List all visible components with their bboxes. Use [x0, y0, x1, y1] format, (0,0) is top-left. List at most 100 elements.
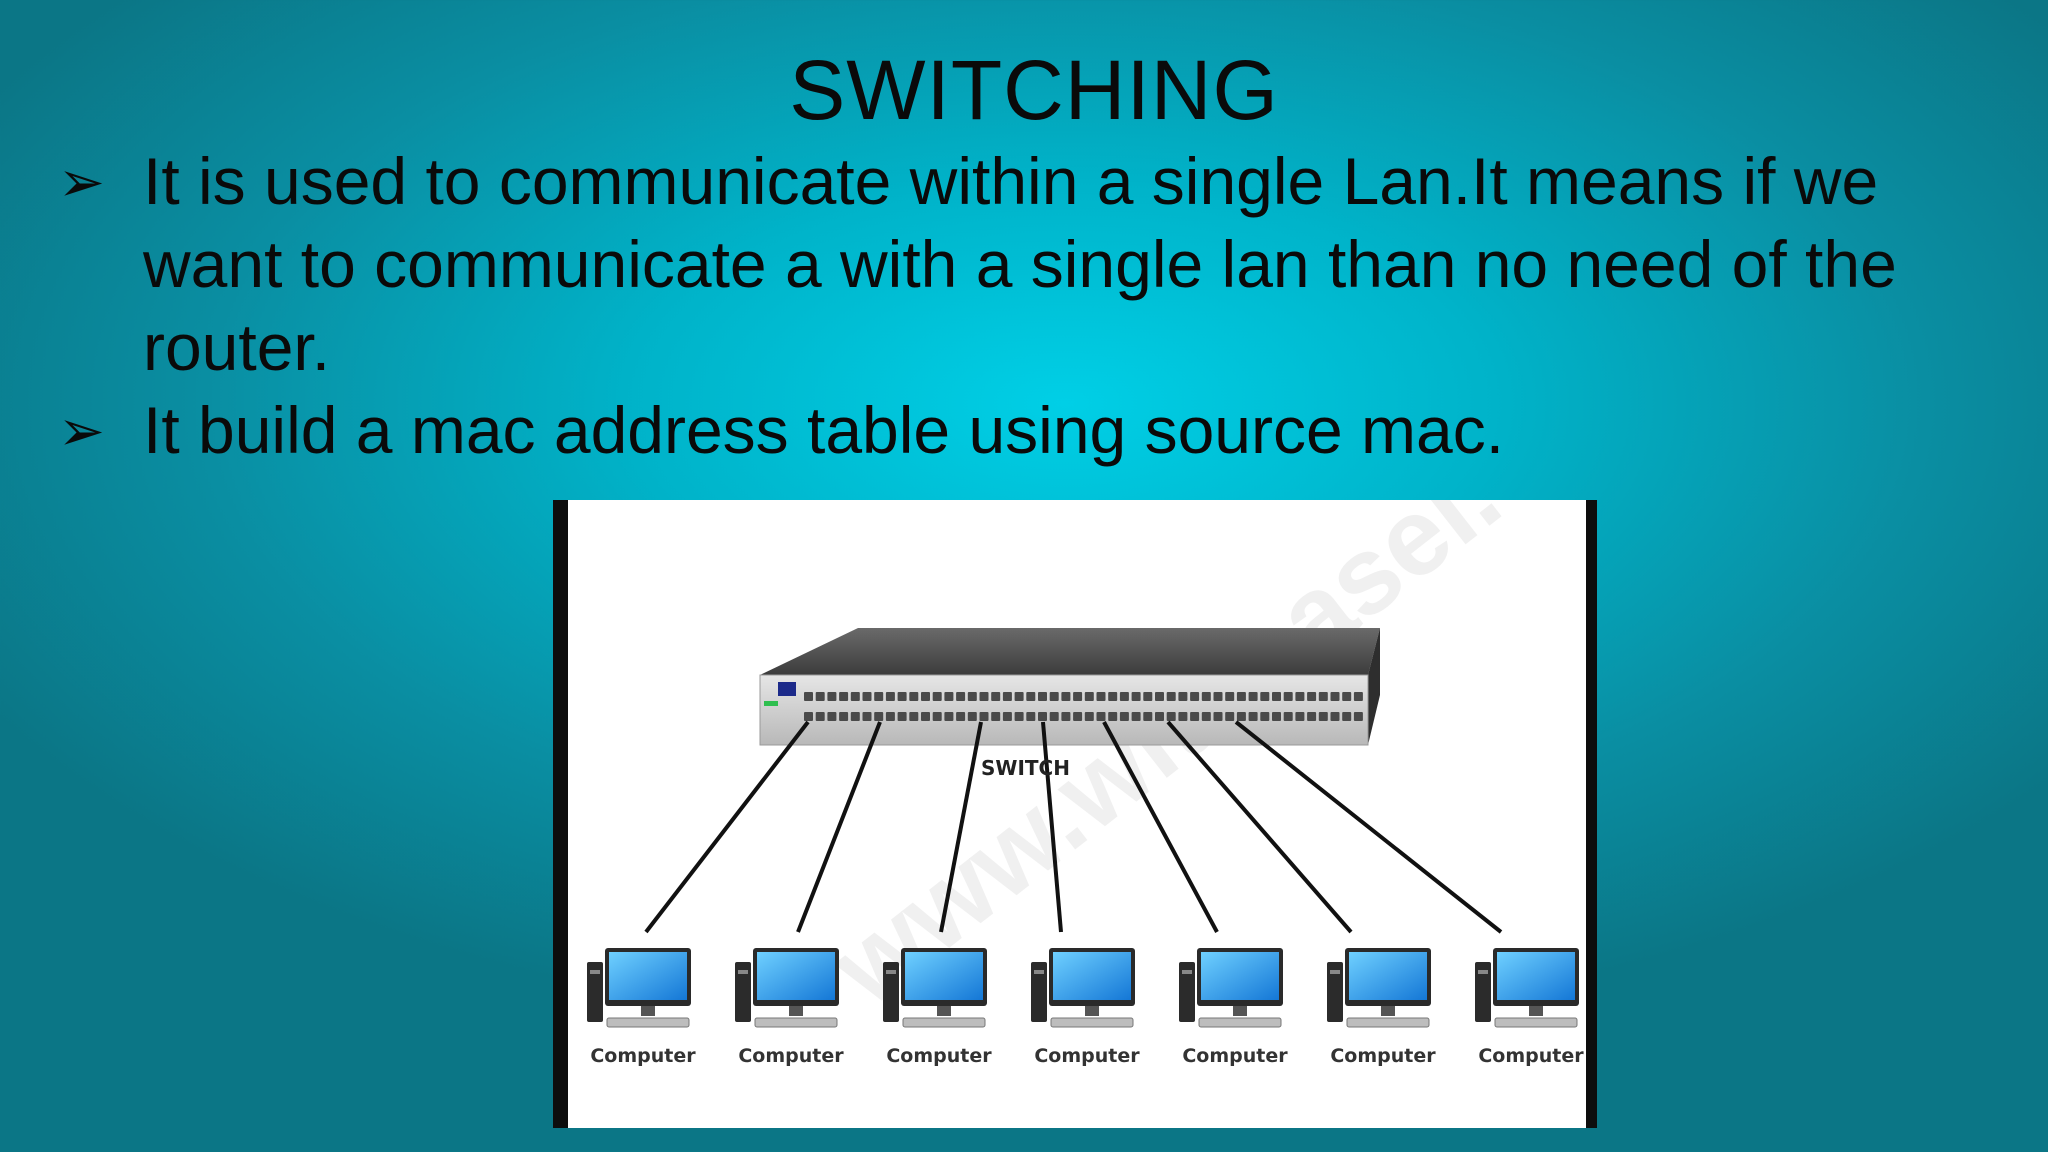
switch-port	[967, 692, 977, 701]
computer-label: Computer	[590, 1045, 696, 1067]
computer-icon	[735, 948, 839, 1028]
bullet-text: It build a mac address table using sourc…	[143, 393, 1505, 467]
computer-label: Computer	[1330, 1045, 1436, 1067]
switch-port	[1283, 712, 1293, 721]
computer-icon	[587, 948, 691, 1028]
network-diagram: www.witheasel.com SWITCH	[553, 500, 1597, 1128]
keyboard	[902, 1017, 986, 1028]
switch-port	[1353, 692, 1363, 701]
switch-port	[1119, 712, 1129, 721]
switch-port	[1318, 692, 1328, 701]
switch-port	[1225, 712, 1235, 721]
switch-port	[1038, 692, 1047, 701]
keyboard	[1050, 1017, 1134, 1028]
bullet-text: It is used to communicate within a singl…	[143, 144, 1897, 384]
switch-port	[804, 712, 813, 721]
switch-port	[1131, 692, 1141, 701]
switch-port	[967, 712, 977, 721]
switch-port	[921, 712, 930, 721]
switch-port	[1026, 692, 1036, 701]
switch-port	[1108, 692, 1118, 701]
switch-port	[1014, 692, 1024, 701]
switch-port	[1213, 692, 1223, 701]
switch-port	[944, 692, 954, 701]
switch-port	[1038, 712, 1047, 721]
bullet-list: ➢ It is used to communicate within a sin…	[58, 140, 2018, 472]
switch-port	[1307, 692, 1317, 701]
switch-port	[991, 692, 1001, 701]
keyboard	[1346, 1017, 1430, 1028]
tower	[1179, 962, 1195, 1022]
switch-port	[1190, 692, 1200, 701]
cable	[1041, 721, 1063, 933]
cable	[1102, 721, 1219, 933]
tower	[883, 962, 899, 1022]
switch-port	[1260, 692, 1270, 701]
switch-port	[956, 712, 966, 721]
tower	[1327, 962, 1343, 1022]
switch-port	[1272, 712, 1281, 721]
switch-port	[1283, 692, 1293, 701]
switch-port	[1096, 712, 1106, 721]
switch-port	[1272, 692, 1281, 701]
switch-port	[1143, 712, 1153, 721]
switch-port	[850, 712, 860, 721]
computer-icon	[1327, 948, 1431, 1028]
switch-label: SWITCH	[981, 756, 1070, 780]
switch-port	[1014, 712, 1024, 721]
switch-port	[1155, 692, 1164, 701]
switch-port	[1061, 712, 1071, 721]
switch-port	[1201, 692, 1211, 701]
computer-label: Computer	[886, 1045, 992, 1067]
switch-port	[885, 692, 895, 701]
switch-port	[1108, 712, 1118, 721]
switch-port	[862, 712, 872, 721]
switch-port	[1225, 692, 1235, 701]
computer-label: Computer	[1034, 1045, 1140, 1067]
switch-port	[1236, 692, 1246, 701]
switch-port	[1061, 692, 1071, 701]
computer-icon	[883, 948, 987, 1028]
computer-icon	[1031, 948, 1135, 1028]
switch-port	[1260, 712, 1270, 721]
switch-port	[1178, 692, 1188, 701]
slide-title: SWITCHING	[789, 43, 1279, 137]
arrow-bullet-icon: ➢	[58, 150, 105, 213]
diagram-canvas	[587, 628, 1579, 1028]
switch-port	[1342, 712, 1352, 721]
switch-port	[804, 692, 813, 701]
switch-port	[1049, 692, 1059, 701]
switch-port	[1096, 692, 1106, 701]
switch-port	[885, 712, 895, 721]
tower	[735, 962, 751, 1022]
switch-port	[1201, 712, 1211, 721]
switch-port	[1131, 712, 1141, 721]
bullet-item: ➢ It build a mac address table using sou…	[58, 389, 2018, 472]
switch-port	[1002, 692, 1012, 701]
switch-port	[921, 692, 930, 701]
switch-port	[1084, 692, 1094, 701]
cable	[939, 721, 983, 933]
switch-port	[1002, 712, 1012, 721]
switch-port	[979, 712, 989, 721]
switch-port	[944, 712, 954, 721]
switch-port	[1073, 692, 1083, 701]
computers	[587, 948, 1579, 1028]
keyboard	[1198, 1017, 1282, 1028]
switch-port	[1295, 712, 1305, 721]
keyboard	[606, 1017, 690, 1028]
switch-device	[759, 628, 1380, 746]
bullet-item: ➢ It is used to communicate within a sin…	[58, 140, 2018, 389]
switch-port	[1073, 712, 1083, 721]
switch-port	[1119, 692, 1129, 701]
switch-port	[827, 692, 837, 701]
switch-port	[1026, 712, 1036, 721]
switch-port	[1049, 712, 1059, 721]
switch-port	[1248, 712, 1258, 721]
switch-port	[932, 692, 942, 701]
switch-port	[1295, 692, 1305, 701]
tower	[587, 962, 603, 1022]
tower	[1031, 962, 1047, 1022]
switch-port	[956, 692, 966, 701]
switch-port	[839, 712, 849, 721]
